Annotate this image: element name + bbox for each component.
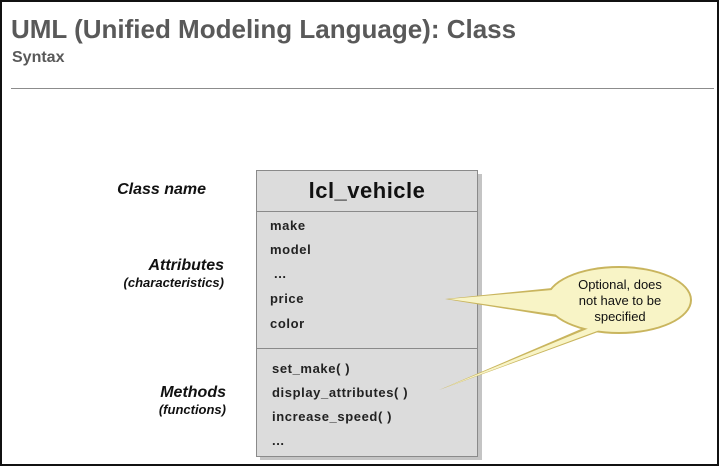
attribute-item: model	[270, 242, 312, 257]
attribute-item: ...	[274, 266, 287, 281]
callout-pointer-attributes-fill	[449, 289, 573, 317]
method-item: set_make( )	[272, 361, 351, 376]
methods-label: Methods (functions)	[56, 384, 226, 417]
attribute-item: price	[270, 291, 305, 306]
uml-class-box: lcl_vehicle	[256, 170, 478, 457]
method-item: display_attributes( )	[272, 385, 409, 400]
uml-compartment-divider	[257, 348, 477, 349]
methods-label-text: Methods	[160, 384, 226, 401]
uml-class-name-compartment: lcl_vehicle	[257, 171, 477, 212]
attributes-label-text: Attributes	[148, 257, 224, 274]
uml-class-name: lcl_vehicle	[308, 178, 426, 203]
attribute-item: make	[270, 218, 306, 233]
class-name-label: Class name	[36, 181, 206, 199]
method-item: increase_speed( )	[272, 409, 393, 424]
methods-sublabel: (functions)	[158, 402, 226, 417]
class-name-label-text: Class name	[117, 181, 206, 198]
callout-line: specified	[594, 309, 646, 324]
callout-ellipse-fill	[548, 268, 690, 332]
attributes-label: Attributes (characteristics)	[54, 257, 224, 290]
slide-title: UML (Unified Modeling Language): Class	[11, 14, 517, 44]
title-divider	[11, 88, 714, 89]
method-item: ...	[272, 433, 285, 448]
callout-line: not have to be	[578, 293, 662, 308]
callout-pointer-methods-fill	[444, 322, 616, 388]
callout-line: Optional, does	[578, 277, 662, 292]
slide-subtitle: Syntax	[12, 49, 65, 66]
callout-text: Optional, does not have to be specified	[550, 277, 690, 325]
attribute-item: color	[270, 316, 305, 331]
attributes-sublabel: (characteristics)	[123, 275, 224, 290]
